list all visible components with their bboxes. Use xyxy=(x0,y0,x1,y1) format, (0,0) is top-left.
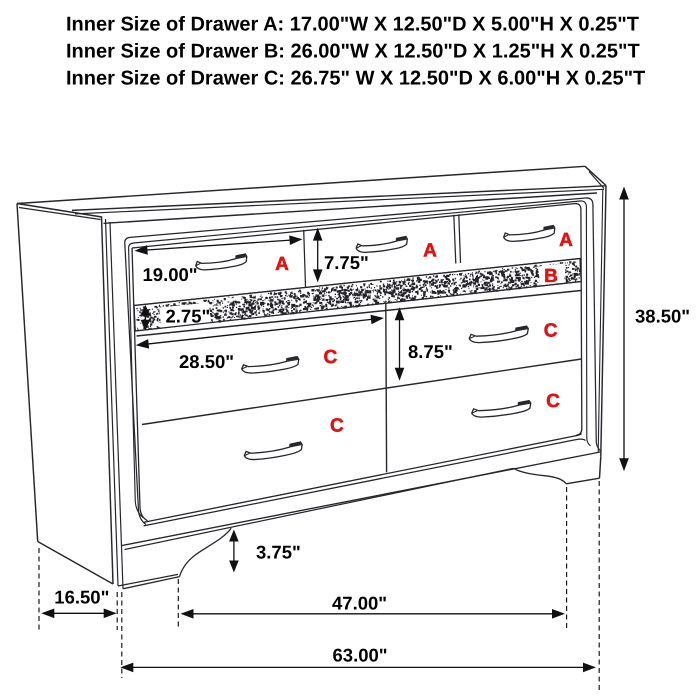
svg-text:63.00": 63.00" xyxy=(333,645,388,666)
svg-text:C: C xyxy=(546,391,560,412)
svg-text:7.75": 7.75" xyxy=(324,252,369,273)
svg-text:38.50": 38.50" xyxy=(635,306,690,327)
svg-text:B: B xyxy=(544,266,558,287)
svg-text:2.75": 2.75" xyxy=(166,306,211,327)
svg-text:Inner Size of Drawer C: 26.75": Inner Size of Drawer C: 26.75" W X 12.50… xyxy=(66,68,645,90)
svg-text:A: A xyxy=(559,230,573,251)
svg-text:16.50": 16.50" xyxy=(54,587,109,608)
svg-text:3.75": 3.75" xyxy=(256,542,301,563)
svg-text:8.75": 8.75" xyxy=(408,341,453,362)
svg-text:Inner Size of Drawer A: 17.00": Inner Size of Drawer A: 17.00"W X 12.50"… xyxy=(66,13,639,35)
svg-text:A: A xyxy=(423,241,437,262)
svg-text:Inner Size of Drawer B: 26.00": Inner Size of Drawer B: 26.00"W X 12.50"… xyxy=(66,41,640,63)
svg-text:A: A xyxy=(275,254,289,275)
svg-text:C: C xyxy=(324,347,338,368)
svg-text:47.00": 47.00" xyxy=(332,592,387,613)
svg-text:28.50": 28.50" xyxy=(179,351,234,372)
svg-text:19.00": 19.00" xyxy=(143,264,198,285)
svg-text:C: C xyxy=(330,415,344,436)
svg-text:C: C xyxy=(544,320,558,341)
